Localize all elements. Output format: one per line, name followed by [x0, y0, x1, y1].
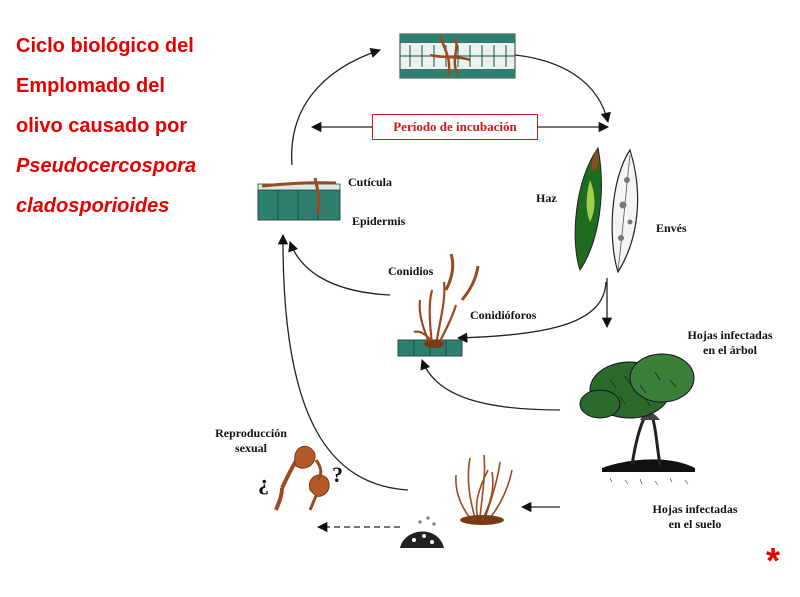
title-line-4: Pseudocercospora: [16, 155, 197, 177]
sexual-reproduction-illustration: [274, 445, 330, 511]
label-reproduccion-line2: sexual: [234, 441, 267, 455]
label-hojas-arbol: Hojas infectadas en el árbol: [675, 328, 785, 358]
title-line-5: cladosporioides: [16, 195, 170, 217]
label-cuticula: Cutícula: [348, 175, 393, 189]
title-line-2: Emplomado del: [16, 75, 165, 97]
arrow-tree-to-conidiophores: [420, 359, 561, 411]
title-line-1: Ciclo biológico del: [16, 35, 194, 57]
conidiophores-illustration: [397, 253, 480, 357]
arrow-leaves-to-conidiophores: [456, 281, 607, 343]
leaf-section-illustration: [399, 33, 516, 79]
label-hojas-suelo-line2: en el suelo: [668, 517, 722, 531]
arrow-conidiophores-to-epidermis: [288, 241, 391, 296]
label-enves: Envés: [656, 221, 687, 235]
label-epidermis: Epidermis: [352, 214, 406, 228]
olive-tree-illustration: [579, 353, 695, 486]
label-hojas-arbol-line1: Hojas infectadas: [687, 328, 773, 342]
soil-fungus-illustration: [400, 454, 513, 548]
asterisk-mark: *: [766, 540, 781, 581]
label-reproduccion-sexual: Reproducción sexual: [196, 426, 306, 456]
label-conidios: Conidios: [388, 264, 434, 278]
question-close-mark: ?: [332, 462, 343, 487]
label-hojas-suelo-line1: Hojas infectadas: [652, 502, 738, 516]
epidermis-illustration: [257, 177, 341, 221]
leaf-upper-side-illustration: [574, 146, 602, 272]
title-line-3: olivo causado por: [16, 115, 188, 137]
arrow-soil-to-epidermis: [277, 233, 409, 491]
label-hojas-arbol-line2: en el árbol: [703, 343, 757, 357]
label-reproduccion-line1: Reproducción: [215, 426, 287, 440]
label-haz: Haz: [536, 191, 557, 205]
incubation-period-box: Período de incubación: [372, 114, 538, 140]
question-open-mark: ¿: [258, 470, 269, 495]
label-hojas-suelo: Hojas infectadas en el suelo: [640, 502, 750, 532]
arrow-epidermis-to-top: [291, 48, 381, 166]
label-conidioforos: Conidióforos: [470, 308, 537, 322]
arrow-top-to-leaves: [514, 54, 611, 124]
leaf-lower-side-illustration: [611, 148, 639, 274]
